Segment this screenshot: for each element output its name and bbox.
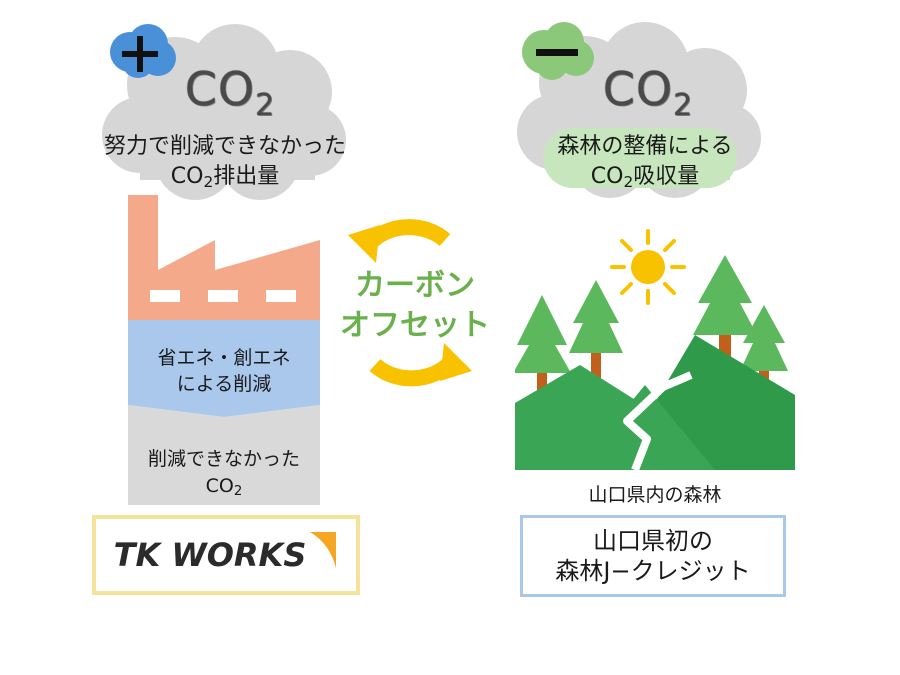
forest-caption: 山口県内の森林 [588,484,722,506]
tree-icon [515,295,571,405]
factory-window [150,290,180,302]
factory-window [266,290,296,302]
right-cloud [517,22,761,198]
tk-works-logo-text: TK WORKS [113,536,307,574]
right-cloud-text: 森林の整備による CO2吸収量 [505,132,785,193]
factory-body [128,195,320,320]
reduction-band-text: 省エネ・創エネ による削減 [157,347,291,395]
left-cloud-text: 努力で削減できなかった CO2排出量 [60,132,390,193]
river [623,371,693,470]
factory-illustration [128,195,320,505]
credit-line2: 森林J−クレジット [555,557,751,585]
left-cloud-line2: CO2排出量 [170,164,280,191]
reduction-band [128,320,320,417]
left-cloud-line1: 努力で削減できなかった [103,134,346,159]
tree-icon [569,280,623,385]
factory-window [208,290,238,302]
right-cloud-line2: CO2吸収量 [590,164,700,191]
forest-credit-box: 山口県初の 森林J−クレジット [520,515,786,597]
right-co2-label: CO2 [602,62,694,123]
forest-illustration [515,229,795,470]
left-cloud [102,24,346,200]
remaining-emissions [128,405,320,505]
sun-icon [610,229,686,305]
tree-icon [740,305,788,395]
carbon-offset-label: カーボン オフセット [340,268,490,343]
plus-badge-icon [110,24,176,78]
right-cloud-line1: 森林の整備による [557,134,733,159]
credit-line1: 山口県初の [593,527,713,555]
left-co2-label: CO2 [184,62,276,123]
cycle-arrows-icon [348,219,472,387]
remaining-emissions-text: 削減できなかった CO2 [147,448,300,500]
logo-swoosh-icon [310,532,337,568]
tk-works-logo-box: TK WORKS [92,515,360,595]
minus-badge-icon [522,22,594,80]
